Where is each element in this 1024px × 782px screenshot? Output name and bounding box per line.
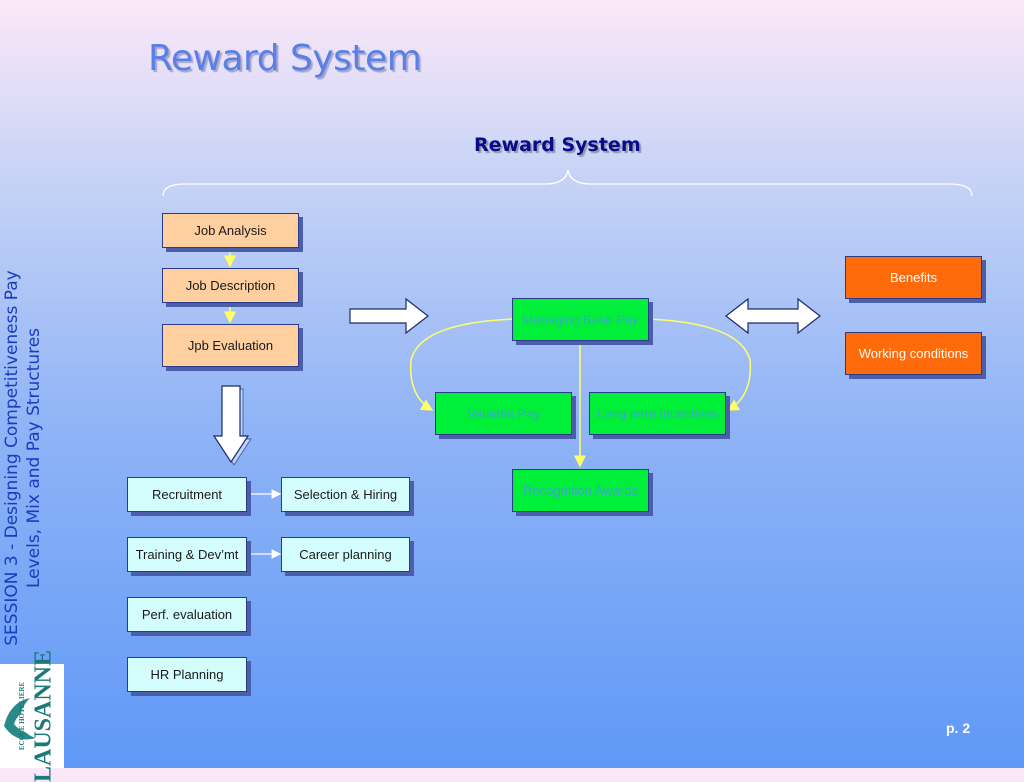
diagram-title: Reward System	[474, 134, 641, 156]
connector-managing-longterm	[647, 318, 752, 411]
job-evaluation-box: Jpb Evaluation	[162, 324, 299, 367]
logo-emblem-icon	[4, 698, 36, 740]
recognition-awards-box: Recognition Awards	[512, 469, 649, 512]
long-term-incentives-box: Long term Incentives	[589, 392, 726, 435]
job-analysis-box: Job Analysis	[162, 213, 299, 248]
benefits-box: Benefits	[845, 256, 982, 299]
logo-name: LAUSANNE	[30, 649, 57, 782]
selection-hiring-box: Selection & Hiring	[281, 477, 410, 512]
job-description-box: Job Description	[162, 268, 299, 303]
variable-pay-box: Variable Pay	[435, 392, 572, 435]
perf-evaluation-box: Perf. evaluation	[127, 597, 247, 632]
right-block-arrow	[349, 297, 429, 335]
double-block-arrow	[725, 297, 821, 335]
training-box: Training & Dev’mt	[127, 537, 247, 572]
connector-managing-variable	[409, 318, 514, 411]
page-number: p. 2	[946, 720, 971, 736]
career-planning-box: Career planning	[281, 537, 410, 572]
recruitment-box: Recruitment	[127, 477, 247, 512]
hr-planning-box: HR Planning	[127, 657, 247, 692]
reward-system-brace	[162, 169, 973, 197]
slide-title: Reward System	[148, 38, 422, 79]
working-conditions-box: Working conditions	[845, 332, 982, 375]
school-logo: ECOLE HOTELIERE LAUSANNE	[0, 650, 64, 782]
logo-subtitle: ECOLE HOTELIERE	[18, 681, 26, 751]
managing-base-pay-box: Managing Base Pay	[512, 298, 649, 341]
